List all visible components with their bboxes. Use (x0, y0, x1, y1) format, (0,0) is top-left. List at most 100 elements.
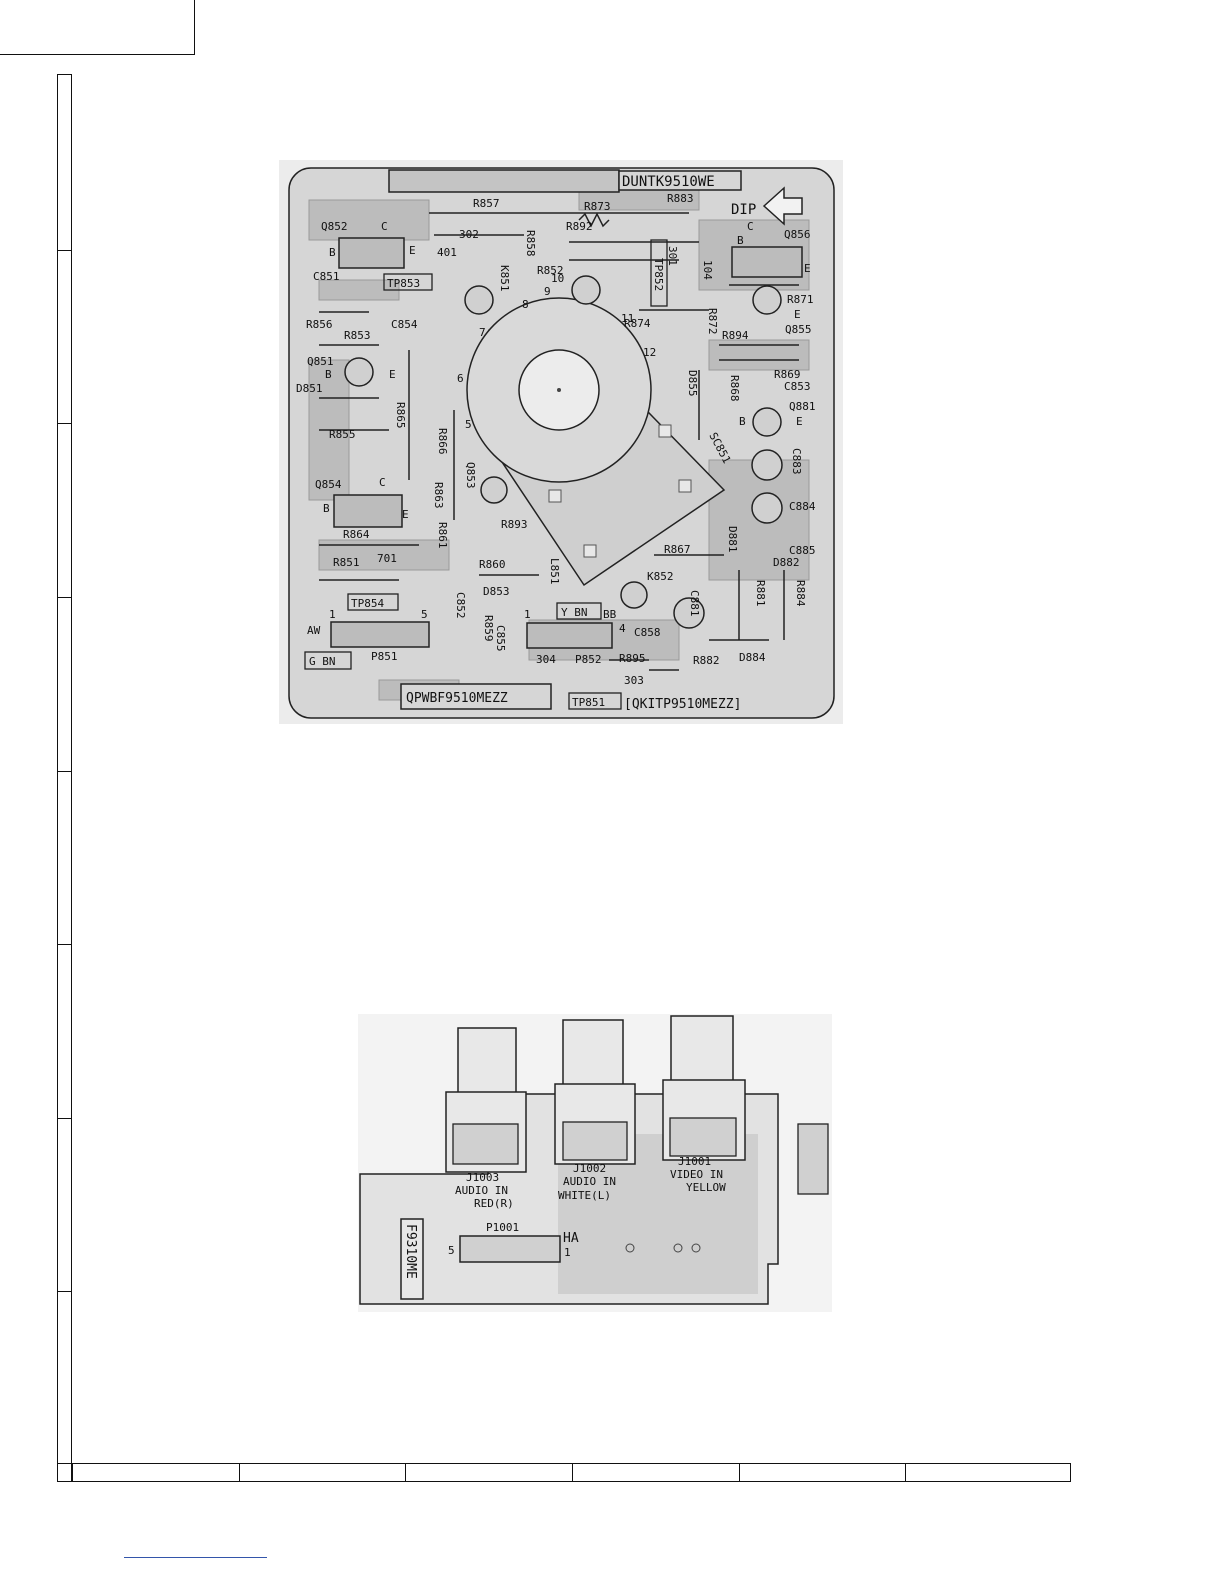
r857-label: R857 (473, 197, 500, 210)
trace-304-label: 304 (536, 653, 556, 666)
tuner-pin-label: 11 (621, 312, 634, 325)
r894-label: R894 (722, 329, 749, 342)
pin-e-label: E (796, 415, 803, 428)
pin-e-label: E (804, 262, 811, 275)
j1001-label: J1001 (678, 1155, 711, 1168)
r864-label: R864 (343, 528, 370, 541)
r892-label: R892 (566, 220, 593, 233)
q881-label: Q881 (789, 400, 816, 413)
r856-label: R856 (306, 318, 333, 331)
border-tick (57, 1118, 72, 1119)
r859-label: R859 (482, 615, 495, 642)
tuner-pin-label: 10 (551, 272, 564, 285)
bottom-border-strip (57, 1463, 1071, 1482)
r866-label: R866 (436, 428, 449, 455)
footer-link-underline (124, 1557, 267, 1558)
trace-701-label: 701 (377, 552, 397, 565)
trace-301-label: 301 (666, 246, 679, 266)
d855-label: D855 (686, 370, 699, 397)
q851-label: Q851 (307, 355, 334, 368)
p851-pin1-label: 1 (329, 608, 336, 621)
pin-b-label: B (323, 502, 330, 515)
p1001-label: P1001 (486, 1221, 519, 1234)
pin-b-label: B (737, 234, 744, 247)
tuner-pin-label: 5 (465, 418, 472, 431)
c852-label: C852 (454, 592, 467, 619)
d851-label: D851 (296, 382, 323, 395)
q853-label: Q853 (464, 462, 477, 489)
border-tick (57, 1291, 72, 1292)
r881-label: R881 (754, 580, 767, 607)
r852-label: R852 (537, 264, 564, 277)
border-tick (57, 771, 72, 772)
r893-label: R893 (501, 518, 528, 531)
p852-label: P852 (575, 653, 602, 666)
p851-pin5-label: 5 (421, 608, 428, 621)
c853-label: C853 (784, 380, 811, 393)
ha-label: HA (563, 1231, 579, 1246)
j1003-audio-label: AUDIO IN (455, 1184, 508, 1197)
k852-label: K852 (647, 570, 674, 583)
pin-c-label: C (747, 220, 754, 233)
border-tick (905, 1463, 906, 1482)
dip-label: DIP (731, 202, 756, 218)
q854-label: Q854 (315, 478, 342, 491)
tuner-pin-label: 6 (457, 372, 464, 385)
r863-label: R863 (432, 482, 445, 509)
pin-c-label: C (379, 476, 386, 489)
r853-label: R853 (344, 329, 371, 342)
r855-label: R855 (329, 428, 356, 441)
j1003-red-label: RED(R) (474, 1197, 514, 1210)
r865-label: R865 (394, 402, 407, 429)
c851-label: C851 (313, 270, 340, 283)
p852-pin1-label: 1 (524, 608, 531, 621)
tuner-pcb-board: DUNTK9510WE DIP QPWBF9510MEZZ [QKITP9510… (279, 160, 843, 724)
border-tick (57, 597, 72, 598)
k851-label: K851 (498, 265, 511, 292)
tuner-pin-label: 7 (479, 326, 486, 339)
d881-label: D881 (726, 526, 739, 553)
j1001-yellow-label: YELLOW (686, 1181, 726, 1194)
r872-label: R872 (706, 308, 719, 335)
board2-part-label: F9310ME (403, 1224, 418, 1279)
board1-labels: DUNTK9510WE DIP QPWBF9510MEZZ [QKITP9510… (296, 170, 816, 712)
pin-e-label: E (409, 244, 416, 257)
l851-label: L851 (548, 558, 561, 585)
kit-label: [QKITP9510MEZZ] (624, 697, 741, 712)
d884-label: D884 (739, 651, 766, 664)
left-border-strip (57, 74, 72, 1482)
p852-pin4-label: 4 (619, 622, 626, 635)
trace-302-label: 302 (459, 228, 479, 241)
r882-label: R882 (693, 654, 720, 667)
j1002-audio-label: AUDIO IN (563, 1175, 616, 1188)
tp851-label: TP851 (572, 696, 605, 709)
border-tick (57, 944, 72, 945)
pin-e-label: E (794, 308, 801, 321)
board-part-label: DUNTK9510WE (622, 174, 715, 190)
p851-label: P851 (371, 650, 398, 663)
j1002-white-label: WHITE(L) (558, 1189, 611, 1202)
q856-label: Q856 (784, 228, 811, 241)
c858-label: C858 (634, 626, 661, 639)
border-tick (572, 1463, 573, 1482)
tp853-label: TP853 (387, 277, 420, 290)
border-tick (57, 250, 72, 251)
trace-104-label: 104 (701, 260, 714, 280)
pin-c-label: C (381, 220, 388, 233)
tuner-pin-label: 8 (522, 298, 529, 311)
gbn-label: G BN (309, 655, 336, 668)
pin-b-label: B (325, 368, 332, 381)
c854-label: C854 (391, 318, 418, 331)
r868-label: R868 (728, 375, 741, 402)
p1001-pin5-label: 5 (448, 1244, 455, 1257)
trace-303-label: 303 (624, 674, 644, 687)
r869-label: R869 (774, 368, 801, 381)
r873-label: R873 (584, 200, 611, 213)
r860-label: R860 (479, 558, 506, 571)
border-tick (239, 1463, 240, 1482)
r858-label: R858 (524, 230, 537, 257)
tuner-pin-label: 9 (544, 285, 551, 298)
aw-label: AW (307, 624, 321, 637)
q852-label: Q852 (321, 220, 348, 233)
r867-label: R867 (664, 543, 691, 556)
